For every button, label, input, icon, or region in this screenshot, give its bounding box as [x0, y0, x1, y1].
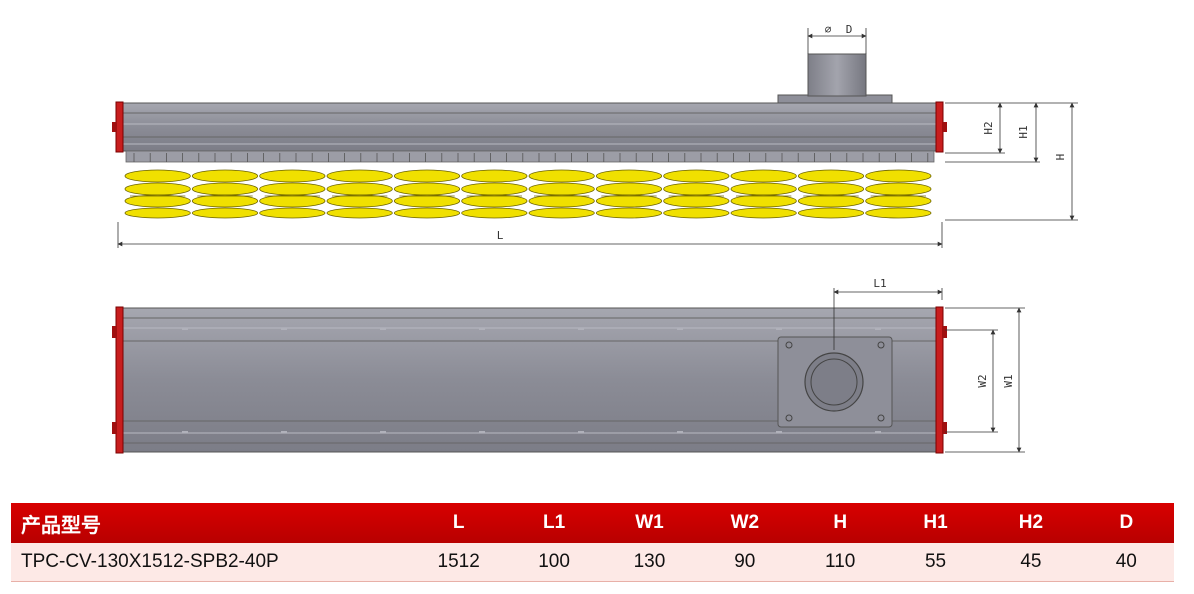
suction-cup: [259, 169, 326, 219]
nozzle-strip: [125, 150, 935, 163]
suction-cup: [393, 169, 461, 219]
cell-l: 1512: [411, 543, 507, 582]
cell-h: 110: [792, 543, 888, 582]
dim-label-w2: W2: [976, 374, 989, 387]
cell-h1: 55: [887, 543, 984, 582]
cell-d: 40: [1078, 543, 1174, 582]
front-dimensions: [117, 28, 1078, 248]
inlet-port: [807, 53, 867, 97]
header-w2: W2: [730, 512, 760, 533]
header-d: D: [1119, 512, 1134, 533]
front-right-end-cap: [935, 101, 944, 153]
header-h2: H2: [1018, 512, 1044, 533]
suction-cup: [730, 169, 797, 219]
dim-label-h2: H2: [982, 121, 995, 134]
cell-l1: 100: [506, 543, 602, 582]
spec-table: 产品型号 L L1 W1 W2 H H1 H2 D TPC-CV-130X151…: [11, 503, 1174, 582]
header-l: L: [452, 512, 465, 533]
header-h1: H1: [923, 512, 948, 533]
dim-label-d: D: [846, 23, 853, 36]
front-left-end-cap: [115, 101, 124, 153]
suction-cup: [461, 169, 528, 219]
top-dimensions: [833, 288, 1025, 453]
suction-cup: [595, 169, 663, 219]
cell-w1: 130: [601, 543, 698, 582]
port-opening: [804, 352, 864, 412]
cell-model: TPC-CV-130X1512-SPB2-40P: [11, 543, 411, 582]
cell-h2: 45: [983, 543, 1079, 582]
table-row: TPC-CV-130X1512-SPB2-40P 1512 100 130 90…: [11, 543, 1174, 582]
top-right-end-cap: [935, 306, 944, 454]
cell-w2: 90: [697, 543, 793, 582]
dim-label-l1: L1: [873, 277, 886, 290]
suction-cup: [865, 169, 932, 219]
suction-cup: [191, 169, 259, 219]
suction-cup: [124, 169, 191, 219]
top-left-end-cap: [115, 306, 124, 454]
dim-label-d-symbol: ⌀: [825, 23, 832, 36]
technical-drawing: ⌀ D L H2 H1 H: [112, 23, 1078, 454]
suction-cup: [326, 169, 393, 219]
header-w1: W1: [635, 512, 664, 533]
dim-label-h: H: [1054, 154, 1067, 161]
suction-cup-row: [124, 169, 932, 219]
dim-label-h1: H1: [1017, 125, 1030, 138]
header-h: H: [833, 512, 848, 533]
header-l1: L1: [542, 512, 566, 533]
dim-label-l: L: [497, 229, 504, 242]
suction-cup: [797, 169, 865, 219]
suction-cup: [528, 169, 595, 219]
front-view: [112, 53, 947, 219]
spec-table-header-row: 产品型号 L L1 W1 W2 H H1 H2 D: [11, 503, 1174, 543]
suction-cup: [663, 169, 730, 219]
header-model: 产品型号: [21, 514, 101, 537]
dim-label-w1: W1: [1002, 374, 1015, 387]
top-view: [112, 306, 947, 454]
